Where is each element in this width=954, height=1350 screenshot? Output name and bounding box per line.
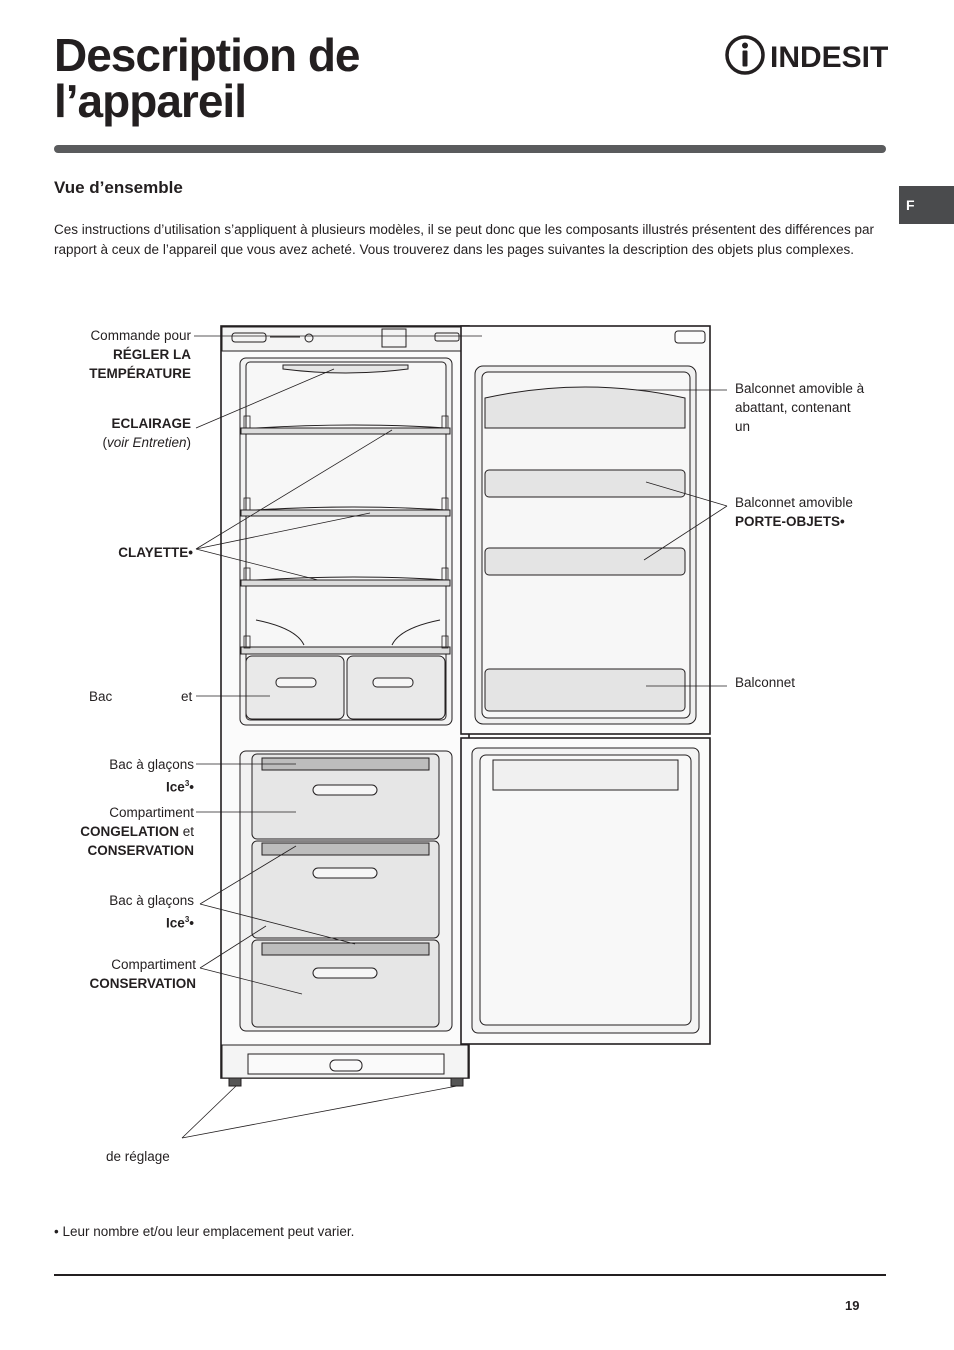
control-panel	[221, 326, 464, 352]
door-balconies	[484, 386, 686, 712]
foot-left	[228, 1077, 242, 1087]
page-title-line-2: l’appareil	[54, 75, 247, 127]
indesit-logo-icon: INDESIT	[725, 35, 888, 75]
crisper-drawers	[245, 655, 446, 720]
label-congelation: Compartiment CONGELATION et CONSERVATION	[80, 805, 194, 858]
freezer-drawers	[251, 753, 440, 1028]
intro-paragraph: Ces instructions d’utilisation s’appliqu…	[54, 222, 874, 257]
label-clayette: CLAYETTE•	[118, 545, 193, 560]
label-conservation: Compartiment CONSERVATION	[89, 957, 196, 991]
brand-wordmark: INDESIT	[770, 41, 888, 74]
page-number: 19	[845, 1298, 860, 1313]
label-balconnet-porte-objets: Balconnet amovible PORTE-OBJETS•	[735, 495, 853, 529]
label-balconnet: Balconnet	[735, 675, 796, 690]
label-ice-tray-1: Bac à glaçons Ice3•	[109, 757, 194, 795]
section-heading: Vue d’ensemble	[54, 178, 183, 197]
label-balconnet-abattant: Balconnet amovible à abattant, contenant…	[735, 381, 865, 434]
shelves	[240, 424, 451, 655]
header-rule	[54, 145, 886, 153]
label-bac-et: et	[181, 689, 193, 704]
footer-rule	[54, 1274, 886, 1276]
leader-lines	[181, 335, 728, 1139]
footnote: • Leur nombre et/ou leur emplacement peu…	[54, 1224, 355, 1239]
light-cover	[282, 364, 409, 374]
label-bac: Bac	[89, 689, 113, 704]
label-eclairage: ECLAIRAGE (voir Entretien)	[102, 416, 191, 450]
language-tab: F	[899, 186, 954, 224]
label-ice-tray-2: Bac à glaçons Ice3•	[109, 893, 194, 931]
page-title-line-1: Description de	[54, 29, 361, 81]
page-title: Description de l’appareil	[54, 29, 361, 127]
foot-right	[450, 1077, 464, 1087]
label-temperature-control: Commande pour RÉGLER LA TEMPÉRATURE	[89, 328, 191, 381]
label-reglage: de réglage	[106, 1149, 170, 1164]
